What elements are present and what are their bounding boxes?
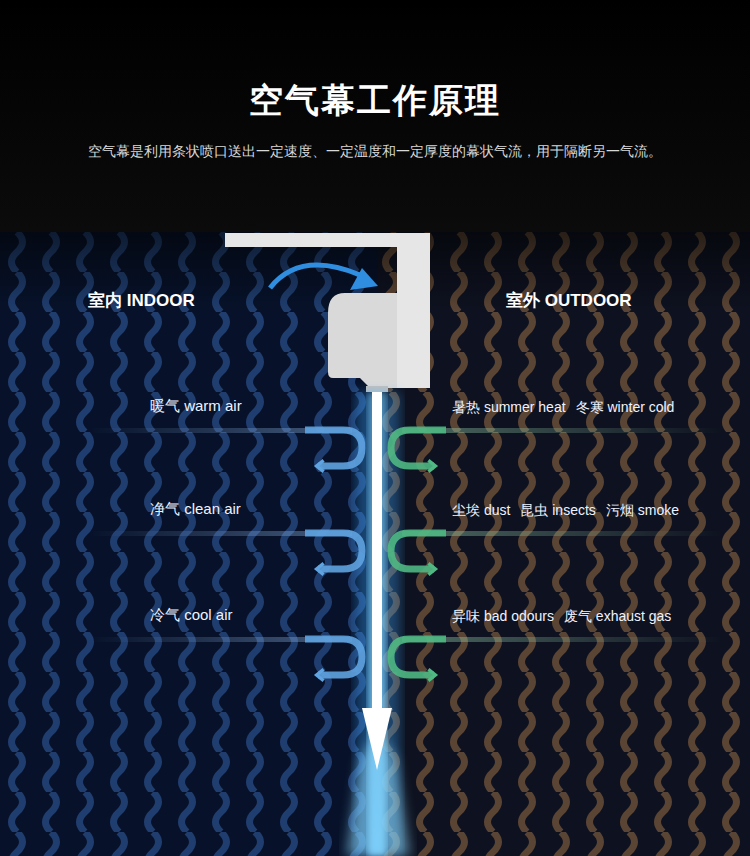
outdoor-flow-line	[402, 428, 722, 433]
caption: 空气幕是利用条状喷口送出一定速度、一定温度和一定厚度的幕状气流，用于隔断另一气流…	[88, 143, 662, 161]
outdoor-factor-label: 异味 bad odours	[452, 608, 554, 626]
outdoor-flow-line	[402, 531, 722, 536]
outdoor-factor-label: 暑热 summer heat	[452, 399, 566, 417]
outdoor-factor-label: 冬寒 winter cold	[576, 399, 675, 417]
outdoor-factor-label: 污烟 smoke	[606, 502, 679, 520]
outdoor-blocked-arrow	[391, 533, 446, 569]
region-label: 室外 OUTDOOR	[506, 289, 632, 312]
indoor-return-arrow	[305, 533, 362, 569]
indoor-air-label: 冷气 cool air	[150, 606, 233, 625]
indoor-air-label: 暖气 warm air	[150, 397, 242, 416]
title: 空气幕工作原理	[249, 78, 501, 124]
outdoor-factor-label: 废气 exhaust gas	[564, 608, 671, 626]
indoor-air-label: 净气 clean air	[150, 500, 241, 519]
outdoor-flow-line	[402, 637, 722, 642]
outdoor-blocked-arrow	[391, 639, 446, 675]
indoor-return-arrow	[305, 639, 362, 675]
outdoor-blocked-arrow	[391, 430, 446, 466]
indoor-return-arrow	[305, 430, 362, 466]
outdoor-factor-label: 昆虫 insects	[520, 502, 595, 520]
outdoor-factor-label: 尘埃 dust	[452, 502, 510, 520]
region-label: 室内 INDOOR	[88, 289, 195, 312]
